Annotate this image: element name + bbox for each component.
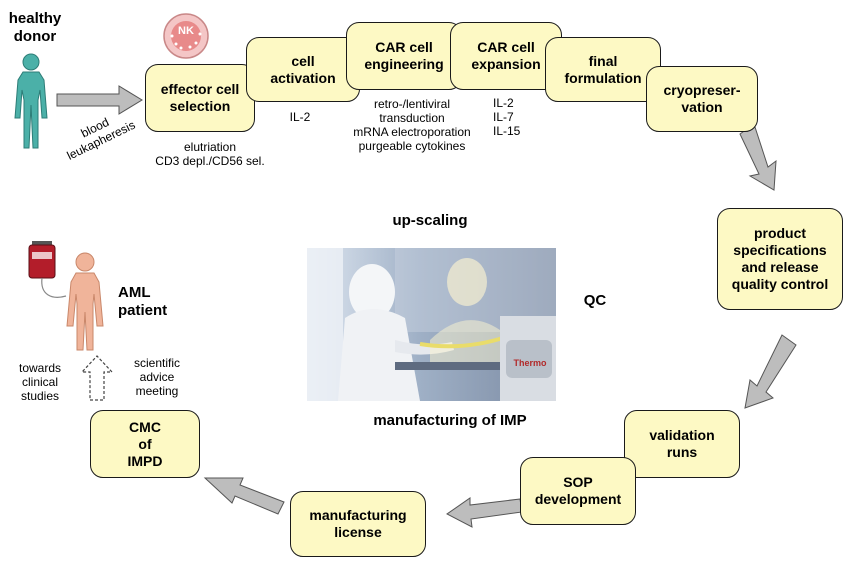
manufacturing-of-imp-label: manufacturing of IMP [373, 412, 527, 429]
qc-label: QC [583, 292, 607, 309]
step-effector-cell-selection: effector cell selection [145, 64, 255, 132]
note-expansion: IL-2 IL-7 IL-15 [493, 96, 521, 138]
arrow-spec-to-validation [744, 334, 797, 409]
towards-clinical-studies-label: towards clinical studies [18, 361, 62, 403]
note-engineering: retro-/lentiviral transduction mRNA elec… [353, 97, 471, 153]
step-product-specifications: product specifications and release quali… [717, 208, 843, 310]
upscaling-label: up-scaling [392, 212, 468, 229]
step-cryopreservation: cryopreser- vation [646, 66, 758, 132]
nk-cell-icon: NK [163, 13, 209, 59]
step-car-cell-engineering: CAR cell engineering [346, 22, 462, 90]
step-cell-activation: cell activation [246, 37, 360, 102]
arrow-donor-to-selection [56, 85, 143, 115]
arrow-validation-to-sop [446, 497, 523, 528]
arrow-cryo-to-spec [739, 123, 777, 191]
cleanroom-photo: Thermo [307, 248, 556, 401]
aml-patient-figure [66, 252, 104, 351]
note-effector: elutriation CD3 depl./CD56 sel. [155, 140, 265, 168]
step-sop-development: SOP development [520, 457, 636, 525]
blood-bag-icon [28, 241, 67, 298]
arrow-license-to-cmc [203, 477, 285, 515]
step-final-formulation: final formulation [545, 37, 661, 102]
step-validation-runs: validation runs [624, 410, 740, 478]
step-manufacturing-license: manufacturing license [290, 491, 426, 557]
scientific-advice-meeting-label: scientific advice meeting [133, 356, 180, 398]
note-activation: IL-2 [289, 110, 311, 124]
photo-brand-label: Thermo [513, 358, 547, 368]
nk-label: NK [178, 25, 194, 37]
step-cmc-of-impd: CMC of IMPD [90, 410, 200, 478]
healthy-donor-figure [14, 53, 48, 149]
healthy-donor-label: healthy donor [8, 10, 62, 45]
aml-patient-label: AML patient [118, 284, 168, 319]
step-car-cell-expansion: CAR cell expansion [450, 22, 562, 90]
arrow-cmc-to-patient [80, 355, 114, 401]
